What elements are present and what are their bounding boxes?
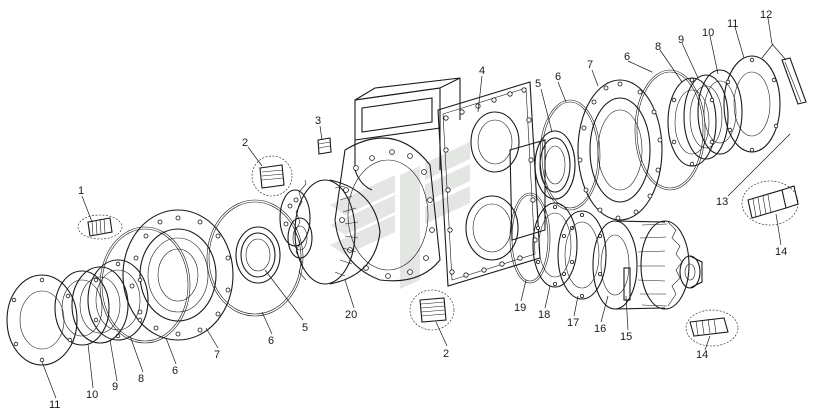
callout-13: 13 xyxy=(716,196,728,208)
watermark-logo xyxy=(330,142,470,289)
callout-20: 20 xyxy=(345,309,357,321)
callout-17: 17 xyxy=(567,317,579,329)
callout-2-upper: 2 xyxy=(242,137,248,149)
callout-18: 18 xyxy=(538,309,550,321)
cover-plate-right-11 xyxy=(723,55,781,153)
shim-left-9 xyxy=(71,266,129,344)
callout-19: 19 xyxy=(514,302,526,314)
seal-ring-left xyxy=(235,226,281,284)
bolt-14-upper xyxy=(741,180,799,226)
callout-15: 15 xyxy=(620,331,632,343)
callout-7-left: 7 xyxy=(214,349,220,361)
bearing-cover-left xyxy=(122,209,234,341)
gasket-17 xyxy=(557,210,607,300)
callout-5-right: 5 xyxy=(535,78,541,90)
bolt-14-lower xyxy=(685,309,739,347)
callout-5-left: 5 xyxy=(302,322,308,334)
gasket-right-outer-6 xyxy=(634,69,706,191)
callout-2-lower: 2 xyxy=(443,348,449,360)
callout-11-left: 11 xyxy=(49,399,60,411)
gasket-18 xyxy=(532,202,578,288)
callout-6-right-1: 6 xyxy=(555,71,561,83)
leader-lines xyxy=(41,17,791,399)
plug-2-upper xyxy=(251,155,293,197)
callout-6-left-1: 6 xyxy=(268,335,274,347)
callout-4: 4 xyxy=(479,65,485,77)
seal-ring-right xyxy=(534,130,576,200)
callout-10-right: 10 xyxy=(702,27,714,39)
shim-right-9 xyxy=(683,74,729,160)
plug-3 xyxy=(317,137,332,155)
callout-11-right: 11 xyxy=(727,18,738,30)
cover-plate-left-11 xyxy=(6,274,78,366)
gasket-left-outer-6 xyxy=(99,226,191,344)
gasket-right-inner-6 xyxy=(539,99,601,211)
callout-3: 3 xyxy=(315,115,321,127)
plug-2-lower xyxy=(409,289,455,331)
shim-right-8 xyxy=(667,77,717,167)
callout-6-right-2: 6 xyxy=(624,51,630,63)
bearing-cover-right xyxy=(577,79,663,221)
plug-1 xyxy=(77,214,123,240)
callout-9-right: 9 xyxy=(678,34,684,46)
plate-12 xyxy=(781,57,807,105)
gasket-left-6 xyxy=(206,199,304,317)
callout-9-left: 9 xyxy=(112,381,118,393)
callout-7-right: 7 xyxy=(587,59,593,71)
callout-8-right: 8 xyxy=(655,41,661,53)
callout-14-upper: 14 xyxy=(775,246,787,258)
shim-right-10 xyxy=(697,69,743,155)
pinion-gear xyxy=(592,220,703,310)
bevel-gear xyxy=(279,179,381,285)
callout-8-left: 8 xyxy=(138,373,144,385)
callout-14-lower: 14 xyxy=(696,349,708,361)
callout-16: 16 xyxy=(594,323,606,335)
callout-12: 12 xyxy=(760,9,772,21)
shim-left-8 xyxy=(87,259,149,341)
gearbox-housing xyxy=(334,77,546,287)
callout-1: 1 xyxy=(78,185,84,197)
callout-10-left: 10 xyxy=(86,389,98,401)
callout-labels: 1 2 2 3 4 5 5 6 6 6 6 7 7 8 8 9 9 10 10 … xyxy=(49,9,787,411)
gasket-19 xyxy=(509,192,551,284)
callout-6-left-2: 6 xyxy=(172,365,178,377)
